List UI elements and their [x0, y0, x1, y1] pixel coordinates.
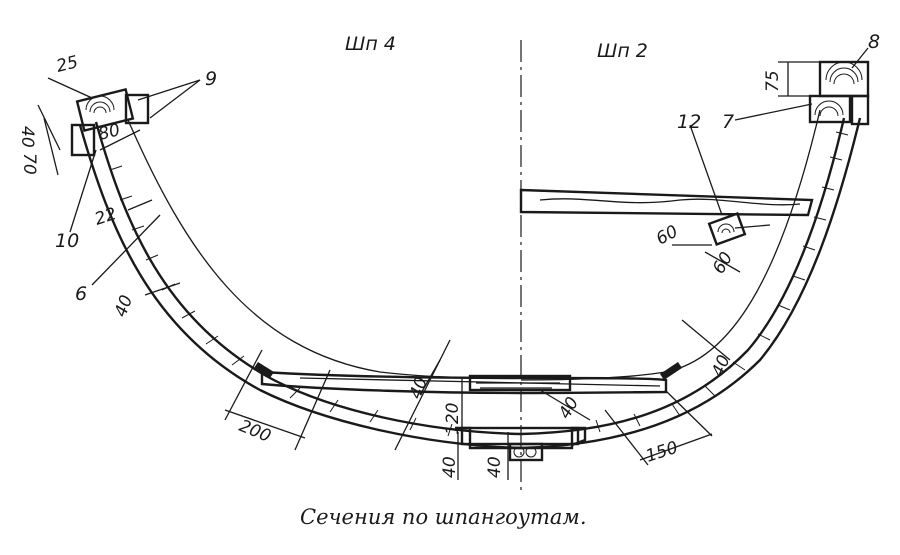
callout-7: 7 — [722, 111, 734, 133]
callout-9: 9 — [205, 68, 217, 90]
thwart-grain — [539, 198, 801, 206]
dim-25: 25 — [54, 52, 80, 77]
dimension-lines — [37, 61, 820, 480]
keelson — [468, 374, 572, 392]
callout-12: 12 — [677, 111, 701, 133]
riser-block-rings — [717, 223, 735, 234]
floor-plank — [260, 370, 668, 395]
dim-200: 200 — [236, 416, 274, 447]
callout-10: 10 — [55, 230, 79, 252]
left-gunwale-rings — [85, 95, 115, 114]
dim-150: 150 — [643, 438, 680, 467]
dim-40-right-mid: 40 — [555, 394, 583, 423]
dim-120: 120 — [443, 403, 463, 435]
left-inwale — [70, 123, 96, 157]
left-gunwale — [75, 87, 135, 133]
dim-40-right: 40 — [708, 352, 735, 380]
callout-8: 8 — [868, 31, 880, 53]
left-rubbing-strake — [124, 93, 150, 125]
callout-6: 6 — [75, 283, 87, 305]
keel-block — [460, 426, 580, 446]
dim-75: 75 — [763, 70, 783, 92]
dim-40-keel-a: 40 — [440, 456, 460, 478]
section-label-right: Шп 2 — [597, 40, 648, 62]
keel-bolt-plate — [508, 442, 544, 462]
section-label-left: Шп 4 — [345, 33, 396, 55]
inner-hull-line — [94, 117, 846, 436]
dim-40-top: 40 — [17, 126, 37, 148]
riser-block — [707, 211, 747, 247]
dim-70: 70 — [19, 153, 39, 175]
leader-lines — [69, 47, 869, 286]
dim-60-b: 60 — [709, 249, 737, 278]
right-gunwale-rings — [825, 61, 863, 85]
keel-bolt-rings — [513, 446, 537, 458]
right-inwale-rings — [814, 100, 844, 117]
dim-40-keel-b: 40 — [485, 456, 505, 478]
figure-caption: Сечения по шпангоутам. — [300, 505, 587, 529]
keelson-grain — [476, 382, 560, 389]
floor-plank-grain — [299, 377, 661, 387]
dim-40-left: 40 — [111, 293, 137, 320]
right-rubbing-strake — [850, 94, 870, 126]
keel — [455, 426, 587, 450]
outer-hull-line — [78, 117, 862, 450]
frame-inner-edge-left — [127, 119, 522, 379]
thwart — [519, 188, 814, 217]
right-inwale — [808, 94, 852, 124]
right-gunwale — [818, 60, 870, 98]
